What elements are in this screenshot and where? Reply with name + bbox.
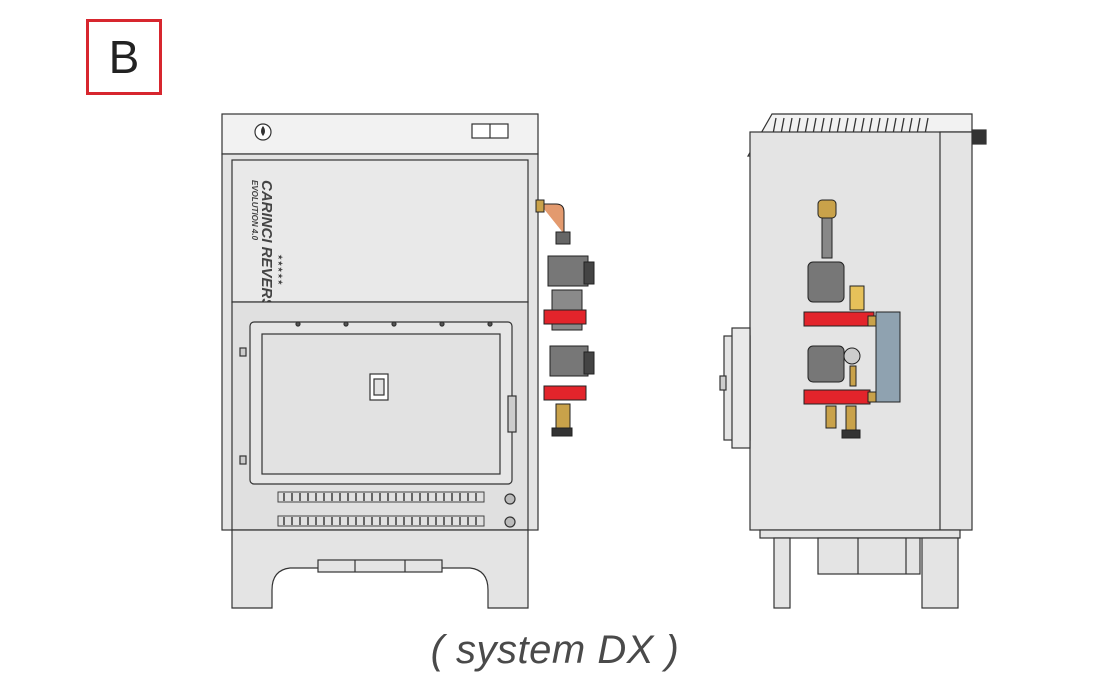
- side-hydraulic-module: [803, 199, 901, 439]
- plate-exchanger: [875, 311, 901, 403]
- section-label-badge: B: [86, 19, 162, 95]
- drain-knob: [504, 493, 516, 505]
- pressure-gauge: [843, 347, 861, 365]
- section-label: B: [108, 31, 140, 83]
- red-manifold-bottom: [803, 389, 871, 405]
- brand-stars: ★★★★★: [276, 254, 284, 285]
- front-upper-panel: [231, 159, 529, 303]
- front-stand: [231, 529, 529, 609]
- side-base-plinth: [759, 529, 961, 539]
- side-body: [749, 131, 973, 531]
- front-view: CARINCI REVERSE EVOLUTION 4.0 ★★★★★: [221, 113, 595, 609]
- side-fitting: [971, 129, 987, 145]
- drain-knob: [504, 516, 516, 528]
- vent-grille: [277, 491, 485, 527]
- side-view: [719, 113, 987, 609]
- figure-caption: ( system DX ): [430, 628, 680, 672]
- red-manifold-top: [803, 311, 875, 327]
- brand-name: CARINCI REVERSE: [258, 180, 275, 319]
- brand-subname: EVOLUTION 4.0: [250, 180, 259, 241]
- front-hydraulic-module: [535, 199, 595, 437]
